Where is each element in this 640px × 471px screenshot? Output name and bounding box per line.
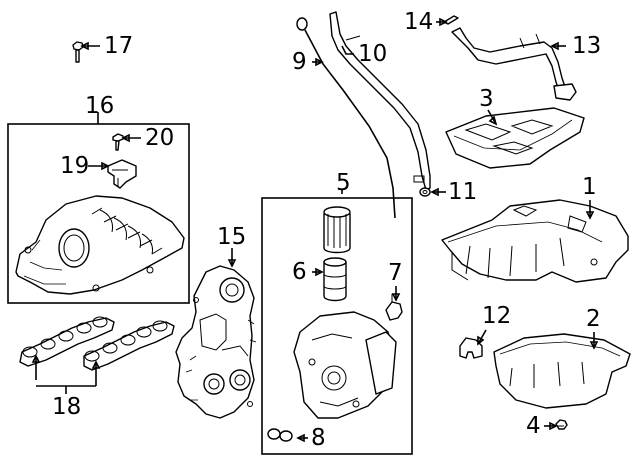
callout-19: 19 (60, 153, 90, 179)
part-oil-filter-6[interactable] (323, 257, 347, 302)
callout-4: 4 (526, 413, 541, 439)
part-filter-housing-5[interactable] (293, 311, 397, 419)
part-bracket-12[interactable] (459, 337, 483, 359)
callout-18: 18 (52, 394, 82, 420)
part-drain-plug-4[interactable] (555, 419, 568, 430)
callout-12: 12 (482, 303, 512, 329)
oil-filter-housing-group-box (261, 197, 413, 455)
callout-14: 14 (404, 9, 434, 35)
callout-17: 17 (104, 33, 134, 59)
part-dipstick-9[interactable] (296, 17, 396, 219)
part-breather-tube-13[interactable] (451, 27, 577, 101)
callout-5: 5 (336, 170, 351, 196)
part-pressure-sensor-7[interactable] (385, 294, 403, 321)
callout-1: 1 (582, 174, 597, 200)
callout-8: 8 (311, 425, 326, 451)
callout-7: 7 (388, 260, 403, 286)
part-dipstick-tube-10[interactable] (329, 11, 431, 191)
part-screw-20[interactable] (112, 133, 124, 151)
part-oil-pan-lower-2[interactable] (493, 333, 631, 409)
part-intake-manifold-16[interactable] (15, 195, 185, 295)
part-oil-pan-upper-1[interactable] (441, 199, 629, 283)
callout-3: 3 (479, 86, 494, 112)
part-windage-tray-3[interactable] (445, 107, 585, 169)
part-o-ring-11[interactable] (419, 187, 431, 197)
part-map-sensor-19[interactable] (107, 159, 137, 189)
callout-13: 13 (572, 33, 602, 59)
callout-11: 11 (448, 179, 478, 205)
part-bolt-17[interactable] (72, 41, 84, 63)
leader-lines (31, 17, 599, 443)
callout-2: 2 (586, 306, 601, 332)
part-timing-cover-15[interactable] (175, 265, 257, 419)
callout-20: 20 (145, 125, 175, 151)
part-filter-cap-5[interactable] (323, 206, 351, 254)
part-gasket-8[interactable] (267, 428, 293, 442)
callout-6: 6 (292, 259, 307, 285)
callout-15: 15 (217, 224, 247, 250)
callout-10: 10 (358, 41, 388, 67)
callout-9: 9 (292, 49, 307, 75)
part-gaskets-18[interactable] (19, 316, 175, 371)
callout-16: 16 (85, 93, 115, 119)
